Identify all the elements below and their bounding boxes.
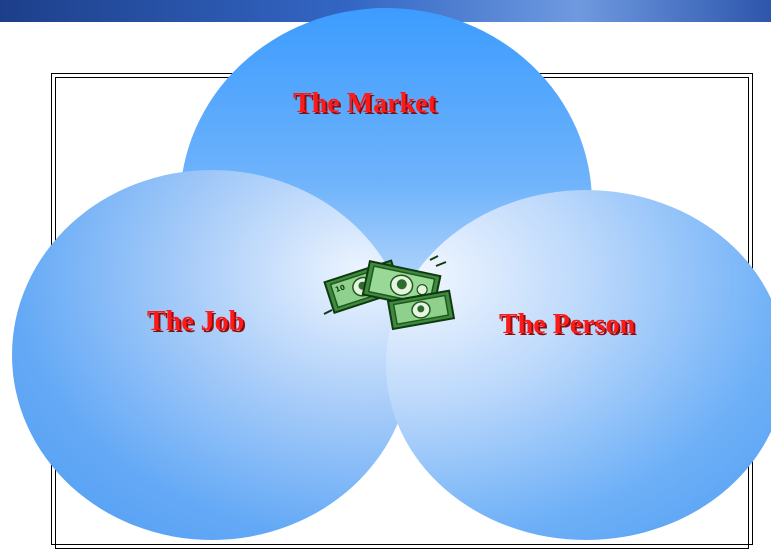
person-label: The Person: [499, 309, 636, 340]
market-label: The Market: [293, 88, 437, 119]
job-label: The Job: [147, 306, 245, 337]
person-circle: [386, 190, 771, 540]
svg-text:10: 10: [334, 283, 346, 294]
money-icon: 10: [323, 255, 456, 331]
job-circle: [12, 170, 412, 540]
